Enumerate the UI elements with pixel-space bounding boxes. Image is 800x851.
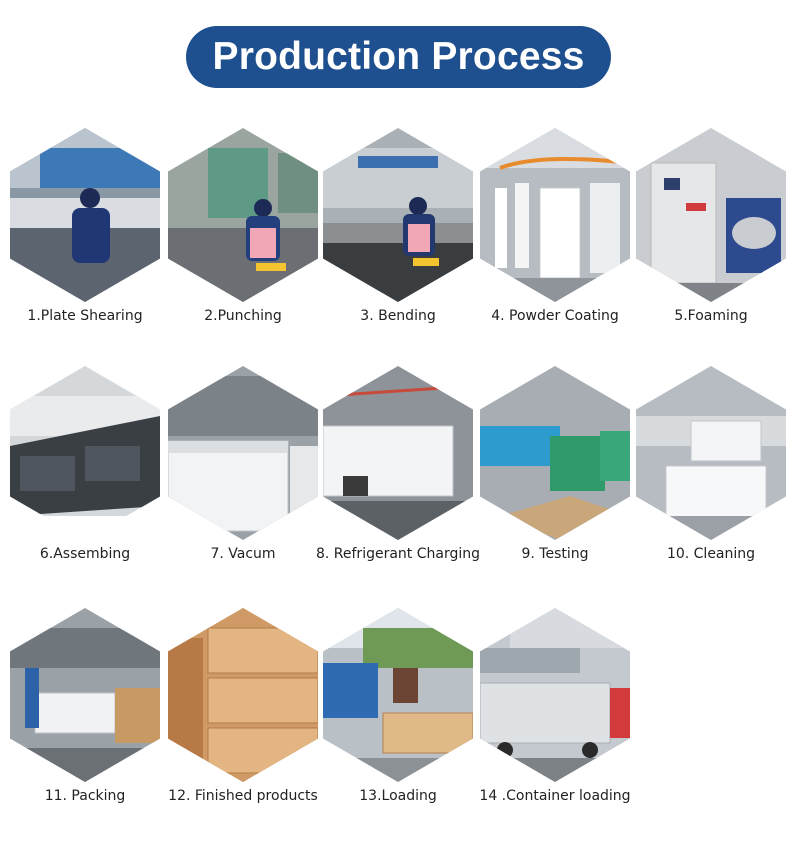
step-label: 14 .Container loading <box>479 788 631 804</box>
step-container-loading: 14 .Container loading <box>479 608 631 804</box>
testing-photo <box>480 366 630 540</box>
refrigerant-charging-photo <box>323 366 473 540</box>
step-label: 4. Powder Coating <box>491 308 619 324</box>
step-label: 10. Cleaning <box>666 546 756 562</box>
container-loading-photo <box>480 608 630 782</box>
step-bending: 3. Bending <box>323 128 473 324</box>
step-label: 1.Plate Shearing <box>27 308 143 324</box>
step-label: 6.Assembing <box>39 546 131 562</box>
step-finished-products: 12. Finished products <box>168 608 318 804</box>
step-label: 7. Vacum <box>210 546 276 562</box>
cleaning-photo <box>636 366 786 540</box>
powder-coating-photo <box>480 128 630 302</box>
step-refrigerant-charging: 8. Refrigerant Charging <box>316 366 480 562</box>
step-loading: 13.Loading <box>323 608 473 804</box>
step-testing: 9. Testing <box>480 366 630 562</box>
assembing-photo <box>10 366 160 540</box>
loading-photo <box>323 608 473 782</box>
step-powder-coating: 4. Powder Coating <box>480 128 630 324</box>
finished-products-photo <box>168 608 318 782</box>
step-foaming: 5.Foaming <box>636 128 786 324</box>
packing-photo <box>10 608 160 782</box>
punching-photo <box>168 128 318 302</box>
plate-shearing-photo <box>10 128 160 302</box>
step-label: 12. Finished products <box>168 788 318 804</box>
step-label: 5.Foaming <box>674 308 748 324</box>
foaming-photo <box>636 128 786 302</box>
step-label: 9. Testing <box>521 546 589 562</box>
step-label: 8. Refrigerant Charging <box>315 546 480 562</box>
step-plate-shearing: 1.Plate Shearing <box>10 128 160 324</box>
step-cleaning: 10. Cleaning <box>636 366 786 562</box>
step-label: 11. Packing <box>44 788 126 804</box>
step-packing: 11. Packing <box>10 608 160 804</box>
step-label: 2.Punching <box>204 308 282 324</box>
step-punching: 2.Punching <box>168 128 318 324</box>
page-title: Production Process <box>186 26 611 88</box>
step-label: 3. Bending <box>360 308 436 324</box>
step-label: 13.Loading <box>359 788 437 804</box>
vacum-photo <box>168 366 318 540</box>
bending-photo <box>323 128 473 302</box>
step-assembing: 6.Assembing <box>10 366 160 562</box>
step-vacum: 7. Vacum <box>168 366 318 562</box>
